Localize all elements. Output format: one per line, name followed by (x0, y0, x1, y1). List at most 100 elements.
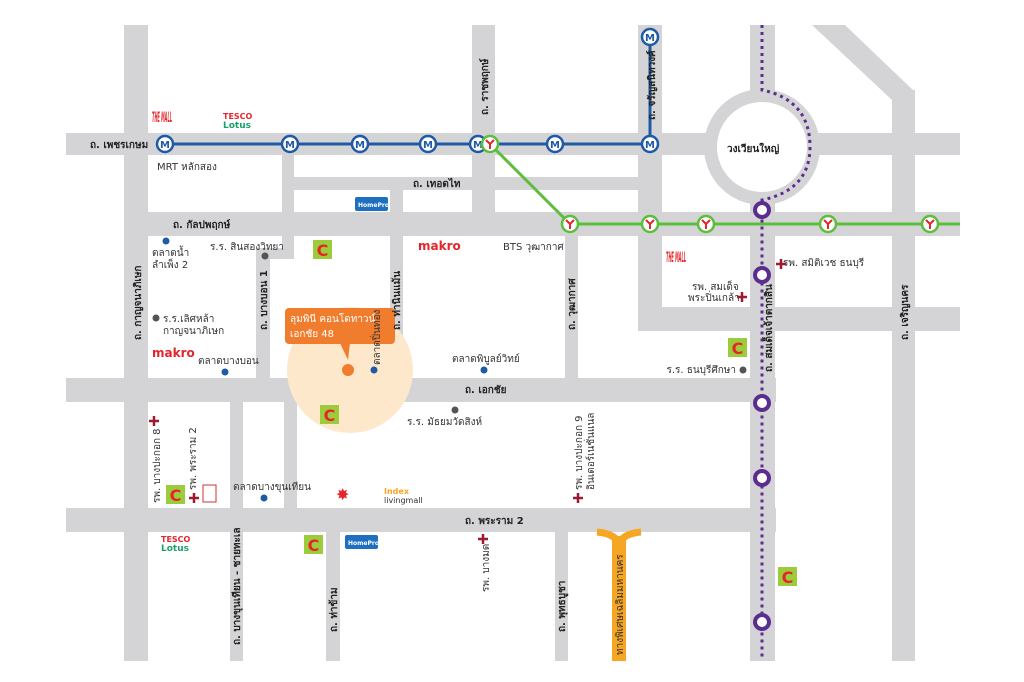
svg-text:M: M (550, 140, 560, 151)
the-mall-logo: THE MALL (152, 110, 172, 126)
svg-text:M: M (355, 140, 365, 151)
svg-text:C: C (782, 568, 794, 587)
road-phutthabucha (555, 532, 568, 661)
road-charoen-nakhon-diagonal (812, 25, 915, 100)
hospital-cross-icon (573, 493, 583, 503)
label-talat-bang-bon: ตลาดบางบอน (198, 356, 259, 367)
road-connector-jog (256, 248, 294, 259)
project-callout[interactable] (285, 308, 395, 344)
label-kanchanaphisek: ถ. กาญจนาภิเษก (132, 266, 144, 341)
label-talat-bang-khun-thian: ตลาดบางขุนเทียน (233, 481, 311, 493)
market-icon (480, 366, 488, 374)
road-wutthakat (565, 236, 578, 380)
mrt-station-icon: M (545, 134, 565, 154)
big-c-logo: C (166, 485, 185, 505)
label-hosp-samitivej: รพ. สมิติเวช ธนบุรี (783, 257, 865, 269)
callout-pointer (340, 343, 350, 360)
label-phutthabucha: ถ. พุทธบูชา (557, 581, 569, 632)
svg-text:M: M (645, 140, 655, 151)
mrt-station-icon: M (418, 134, 438, 154)
label-hosp-bangprakok8: รพ. บางปะกอก 8 (152, 428, 163, 503)
homepro-logo-text: HomePro (348, 540, 379, 547)
roads (66, 25, 960, 661)
project-pin-icon[interactable] (342, 364, 354, 376)
svg-text:M: M (285, 140, 295, 151)
road-connector (282, 155, 294, 259)
label-school-lertla-2: กาญจนาภิเษก (163, 326, 224, 337)
market-icon (162, 237, 170, 245)
market-icon (370, 366, 378, 374)
lotus-logo: Lotus (223, 121, 251, 131)
big-c-logo: C (320, 405, 339, 425)
hospital-cross-icon (189, 493, 199, 503)
bts-station-icon (640, 214, 660, 234)
label-bang-khun-thian: ถ. บางขุนเทียน - ชายทะเล (231, 528, 243, 645)
place-labels: MRT หลักสอง BTS วุฒากาศ วงเวียนใหญ่ ตลาด… (152, 142, 865, 592)
expressway: ทางพิเศษเฉลิมมหานคร (596, 528, 642, 661)
svg-text:C: C (324, 406, 336, 425)
bts-station-icon (480, 134, 500, 154)
bts-station-icon (818, 214, 838, 234)
project-area: ลุมพินี คอนโดทาวน์ เอกชัย 48 (285, 307, 413, 433)
expressway-bar (612, 536, 626, 661)
big-c-logo: C (728, 338, 747, 358)
label-hosp-bangprakok9-2: อินเตอร์เนชั่นแนล (583, 413, 597, 490)
the-mall-logo: THE MALL (666, 250, 686, 266)
project-location: เอกชัย 48 (290, 329, 334, 340)
purple-line-station-icon (753, 201, 771, 219)
label-tha-nin-maen: ถ. ท่านินแม้น (391, 271, 403, 330)
makro-logo: makro (152, 346, 195, 360)
label-ratchaphruek: ถ. ราชพฤกษ์ (479, 58, 491, 115)
road-rama2 (66, 508, 776, 532)
bts-station-icon (696, 214, 716, 234)
road-kanchanaphisek (124, 25, 148, 661)
label-talat-phibun: ตลาดพิบูลย์วิทย์ (452, 353, 520, 365)
svg-text:M: M (160, 140, 170, 151)
big-c-logo: C (313, 240, 332, 260)
label-talat-nam: ตลาดน้ำ (152, 245, 189, 259)
purple-line-station-icon (753, 266, 771, 284)
road-ekkachai (66, 378, 776, 402)
road-thoet-thai (282, 177, 642, 190)
homepro-logo (345, 535, 378, 549)
store-logo-icon (202, 484, 217, 503)
road-labels: ถ. เพชรเกษม ถ. เทอดไท ถ. กัลปพฤกษ์ ถ. เอ… (90, 50, 911, 645)
label-school-thonburi: ร.ร. ธนบุรีศึกษา (666, 364, 736, 376)
school-icon (261, 252, 269, 260)
mrt-station-icon: M (640, 27, 660, 47)
tesco-logo: TESCO (223, 112, 253, 121)
label-hosp-somdet: รพ. สมเด็จ (692, 279, 739, 293)
school-icon (739, 366, 747, 374)
road-charoen-nakhon (892, 90, 915, 661)
svg-text:M: M (473, 140, 483, 151)
label-wongwian-yai: วงเวียนใหญ่ (727, 142, 780, 155)
road-tha-kham (326, 532, 340, 661)
roundabout-center (717, 102, 807, 192)
label-hosp-somdet-2: พระปิ่นเกล้า (688, 290, 740, 304)
svg-text:M: M (645, 33, 655, 44)
school-icon (451, 406, 459, 414)
svg-text:C: C (732, 339, 744, 358)
label-school-mathayom: ร.ร. มัธยมวัดสิงห์ (407, 416, 482, 428)
purple-line-station-icon (753, 613, 771, 631)
label-charan: ถ. จรัญสนิทวงศ์ (646, 50, 658, 120)
road-lower-2 (284, 402, 297, 508)
label-mrt-lak-song: MRT หลักสอง (157, 162, 217, 173)
label-phetkasem: ถ. เพชรเกษม (90, 140, 148, 151)
label-taksin: ถ. สมเด็จเจ้าตากสิน (761, 284, 775, 372)
label-school-lertla: ร.ร.เลิศหล้า (163, 313, 214, 325)
label-ekkachai: ถ. เอกชัย (465, 384, 507, 396)
purple-line (760, 25, 812, 660)
tesco-logo: TESCO (161, 535, 191, 544)
bts-station-icon (560, 214, 580, 234)
bts-station-icon (920, 214, 940, 234)
expressway-top (596, 528, 642, 549)
makro-logo: makro (418, 239, 461, 253)
expressway-label: ทางพิเศษเฉลิมมหานคร (615, 554, 626, 655)
big-c-logo: C (778, 567, 797, 587)
label-hosp-bangmot: รพ. บางมด (481, 544, 492, 592)
label-tha-kham: ถ. ท่าข้าม (328, 587, 340, 632)
svg-text:C: C (170, 486, 182, 505)
mrt-station-icon: M (280, 134, 300, 154)
